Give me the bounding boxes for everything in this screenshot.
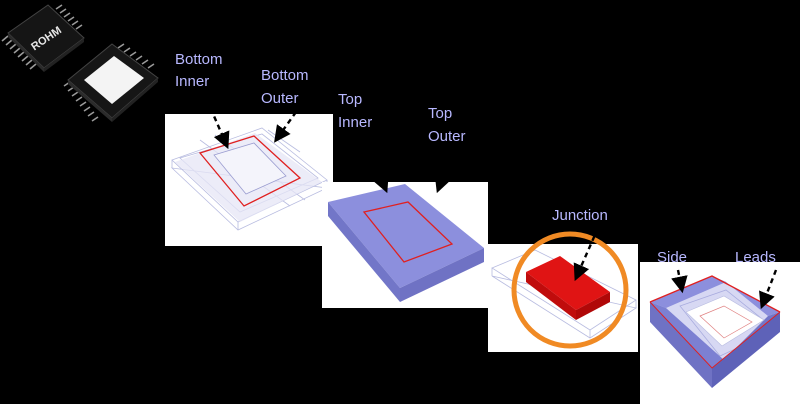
label-bottom-outer-line2: Outer [261,90,299,107]
junction-die-top [526,256,610,310]
label-top-inner-line1: Top [338,91,362,108]
panel-top [322,182,488,308]
pointer-arrows [205,99,778,310]
label-top-inner-line2: Inner [338,114,372,131]
label-bottom-outer-line1: Bottom [261,67,309,84]
ic-package-images: ROHM [1,4,159,122]
labels: Bottom Inner Bottom Outer Top Inner Top … [175,51,776,266]
junction-highlight-ring [511,231,629,349]
arrow-junction [573,227,600,282]
label-bottom-inner-line2: Inner [175,73,209,90]
top-inner-outline [362,201,454,263]
bottom-outer-outline [198,135,302,207]
label-side: Side [657,249,687,266]
arrow-leads [759,269,778,310]
exposed-pad [84,56,144,104]
label-top-outer-line1: Top [428,105,452,122]
label-junction: Junction [552,207,608,224]
label-bottom-inner-line1: Bottom [175,51,223,68]
arrow-side [671,269,688,294]
panel-junction [488,231,638,352]
ic-chip-bottom-view [63,43,159,122]
arrow-bottom-outer [274,111,297,143]
ic-chip-top-view: ROHM [1,4,85,72]
bottom-inner-pad [213,142,287,195]
side-leads-frame [649,275,781,388]
label-top-outer-line2: Outer [428,128,466,145]
arrow-top-outer [434,151,454,194]
panel-bottom [165,114,333,246]
label-leads: Leads [735,249,776,266]
panel-side-leads [640,262,800,404]
